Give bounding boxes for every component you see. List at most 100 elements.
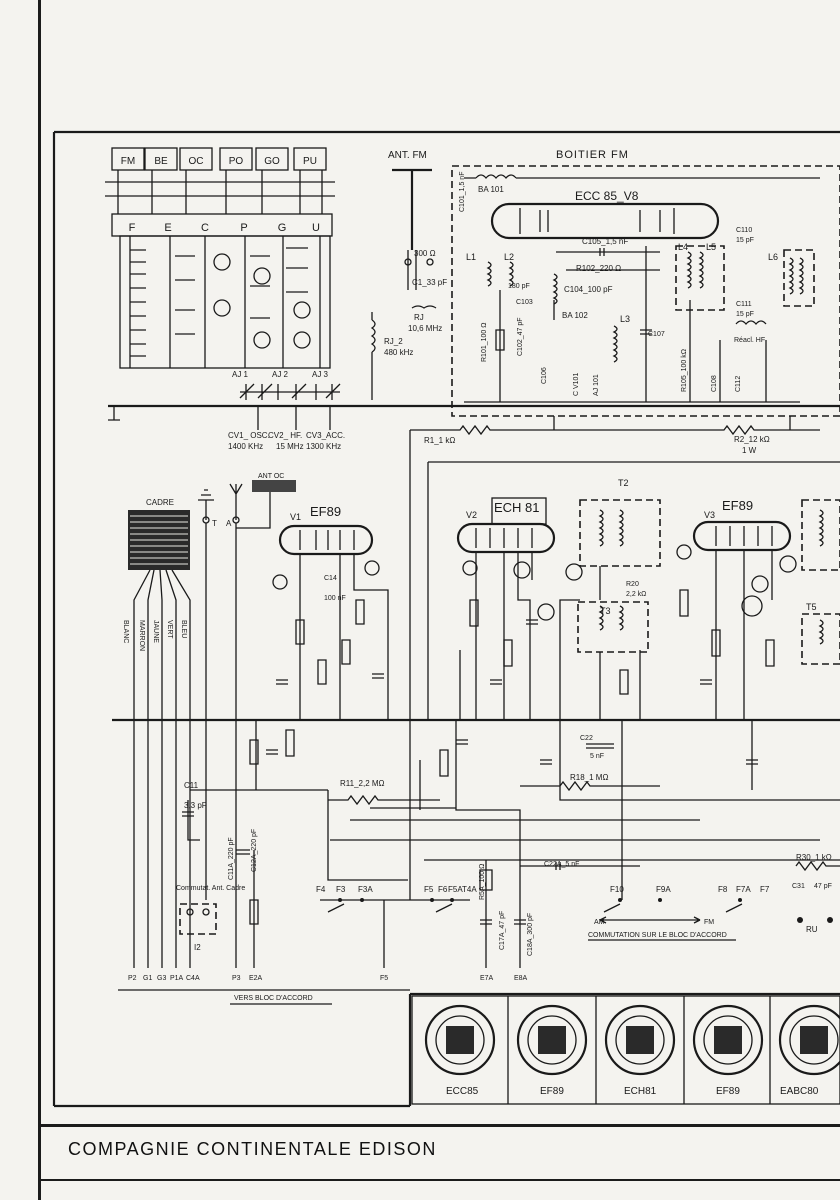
cadre-label: CADRE [146,498,174,507]
term-e2a: E2A [249,975,263,982]
band-button-pu[interactable] [293,147,327,171]
t3-label: T3 [600,606,611,616]
tube-v2: V2 ECH 81 [456,497,583,720]
svg-text:T: T [212,519,217,528]
c31-label: C31 [792,883,805,890]
schematic-frame [52,130,840,1108]
socket-ech81: ECH81 [604,1004,676,1097]
band-label-pu: PU [303,156,317,167]
commut-ant-label: Commutat. Ant. Cadre [176,885,245,892]
svg-text:C108: C108 [711,375,718,392]
term-g1: G1 [143,975,152,982]
contact-f5: F5 [424,885,434,894]
wire-blanc: BLANC [122,620,129,643]
c11-label: C11 [184,781,199,790]
term-g3: G3 [157,975,166,982]
band-label-po: PO [229,156,244,167]
tube-sockets: ECC85 EF89 ECH81 EF89 EABC80 [411,995,840,1105]
vers-bloc-label: VERS BLOC D'ACCORD [234,995,313,1002]
c31-val: 47 pF [814,883,832,890]
contact-f5a: F5A [448,885,463,894]
svg-text:R105_100 kΩ: R105_100 kΩ [681,349,688,392]
v1-ref: V1 [290,512,301,522]
svg-text:C102_47 pF: C102_47 pF [517,317,524,356]
middle-network: C22 5 nF R18_1 MΩ R5A_100 Ω C17A_47 pF C… [330,720,840,960]
band-label-fm: FM [121,156,135,167]
r2-power: 1 W [742,446,757,455]
c110-label: C110 [736,227,752,234]
commutation-label: COMMUTATION SUR LE BLOC D'ACCORD [588,932,727,939]
rj2-coil: RJ_2 480 kHz [370,312,413,400]
coil-bank [119,235,331,369]
switch-letter-e: E [164,222,171,234]
socket-eabc80: EABC80 [778,1004,840,1097]
cadre-antenna: CADRE BLANC MARRON JAUNE VERT BLEU [122,498,191,960]
switch-contacts: F4 F3 F3A F5 F6 F5A T4A F10 F9A F8 F7A F… [316,885,770,941]
fm-section: L1 L2 R101_100 Ω 180 pF C103 C102_47 pF … [464,227,815,403]
v3-type: EF89 [722,498,753,513]
c111-label: C111 [736,301,752,308]
band-button-be[interactable] [144,147,178,171]
rj2-freq: 480 kHz [384,348,413,357]
svg-text:180 pF: 180 pF [508,283,530,290]
svg-text:L5: L5 [706,242,716,252]
boitier-fm-box [451,165,840,417]
ba102-label: BA 102 [562,311,588,320]
band-button-fm[interactable] [111,147,145,171]
contact-f3: F3 [336,885,346,894]
tube-v8-label: ECC 85_V8 [575,189,639,203]
r18-label: R18_1 MΩ [570,773,608,782]
contact-f3a: F3A [358,885,373,894]
term-f5: F5 [380,975,388,982]
t5-label: T5 [806,602,817,612]
r11-label: R11_2,2 MΩ [340,779,385,788]
contact-t4a: T4A [462,885,477,894]
svg-text:C12A_220 pF: C12A_220 pF [251,829,258,872]
aj3-label: AJ 3 [312,370,329,379]
cv1-label: CV1_ OSC. [228,431,270,440]
band-label-go: GO [264,156,280,167]
wire-jaune: JAUNE [152,620,159,643]
svg-text:C V101: C V101 [573,373,580,396]
company-name: COMPAGNIE CONTINENTALE EDISON [68,1139,437,1159]
wire-vert: VERT [166,620,173,639]
reacl-hf-label: Réacl. HF [734,337,765,344]
cv1-freq: 1400 KHz [228,442,263,451]
r2-label: R2_12 kΩ [734,435,770,444]
rj2-label: RJ_2 [384,337,403,346]
contact-f8: F8 [718,885,728,894]
bottom-terminals: P2 G1 G3 P1A C4A P3 E2A F5 E7A E8A VERS … [118,900,528,1005]
socket-label-ech81: ECH81 [624,1086,657,1097]
band-button-oc[interactable] [179,147,213,171]
svg-text:R20: R20 [626,581,639,588]
term-p1a: P1A [170,975,184,982]
r30-label: R30_1 kΩ [796,853,832,862]
c1-label: C1_33 pF [412,278,447,287]
l2-label: L2 [504,252,514,262]
band-label-be: BE [154,156,168,167]
switch-letter-g: G [278,222,287,234]
term-p3: P3 [232,975,241,982]
c14-label: C14 [324,575,337,582]
tube-v3: V3 EF89 T5 [676,498,840,790]
term-c4a: C4A [186,975,200,982]
svg-text:R101_100 Ω: R101_100 Ω [481,323,488,362]
band-button-go[interactable] [255,147,289,171]
svg-text:L4: L4 [678,242,688,252]
contact-f7a: F7A [736,885,751,894]
svg-text:L3: L3 [620,314,630,324]
socket-ef89-1: EF89 [516,1004,588,1097]
socket-label-ecc85: ECC85 [446,1086,479,1097]
ant-fm-label: ANT. FM [388,150,427,161]
antenna-terminals: T A ANT OC [198,473,296,960]
contact-f10: F10 [610,885,624,894]
band-label-oc: OC [189,156,204,167]
switch-letter-c: C [201,222,209,234]
cv2-label: CV2_ HF. [268,431,302,440]
l1-label: L1 [466,252,476,262]
band-button-po[interactable] [219,147,253,171]
r1-label: R1_1 kΩ [424,436,455,445]
wire-bleu: BLEU [180,620,187,638]
r1-r2-line: R1_1 kΩ R2_12 kΩ 1 W [409,416,840,900]
